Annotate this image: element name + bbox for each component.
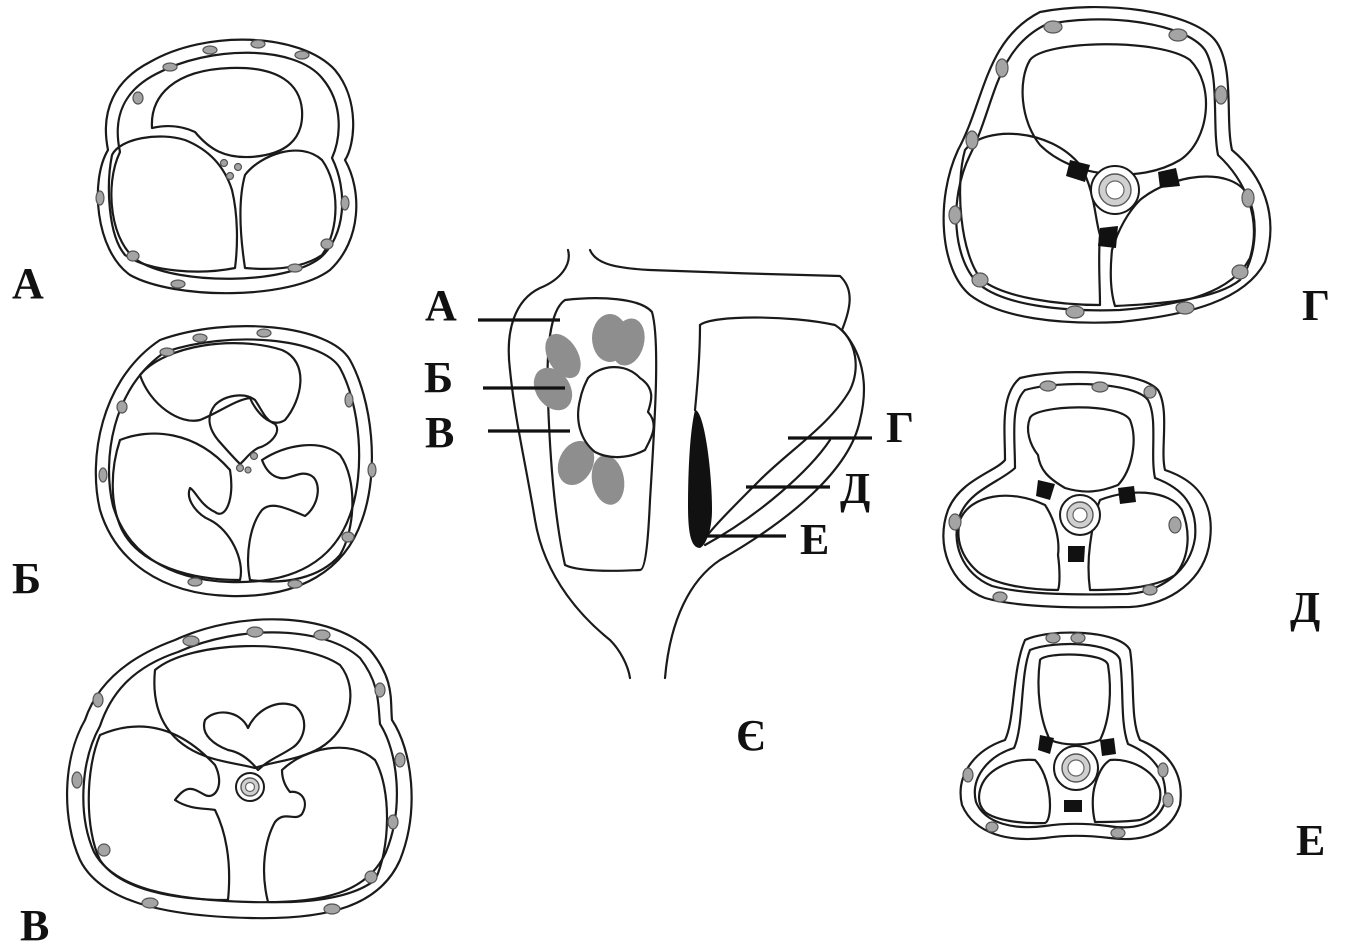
center-label-e: Е [800, 515, 829, 564]
center-label-a: А [425, 281, 457, 330]
section-v-drawing [67, 619, 412, 918]
label-section-b: Б [12, 554, 41, 603]
label-section-e: Е [1296, 816, 1325, 865]
longitudinal-section-drawing [509, 250, 864, 678]
section-d-drawing [943, 372, 1210, 607]
label-section-v: В [20, 901, 49, 946]
section-g-drawing [944, 7, 1271, 323]
center-label-d: Д [840, 464, 870, 513]
label-section-g: Г [1302, 281, 1330, 330]
section-a-drawing [96, 40, 356, 294]
cut-lines [478, 320, 872, 536]
center-figure-label: Є [736, 711, 766, 760]
center-label-g: Г [886, 403, 914, 452]
label-section-a: А [12, 259, 44, 308]
section-e-drawing [961, 633, 1181, 839]
section-b-drawing [96, 326, 376, 596]
center-label-v: В [425, 408, 454, 457]
center-label-b: Б [424, 353, 453, 402]
label-section-d: Д [1290, 583, 1320, 632]
